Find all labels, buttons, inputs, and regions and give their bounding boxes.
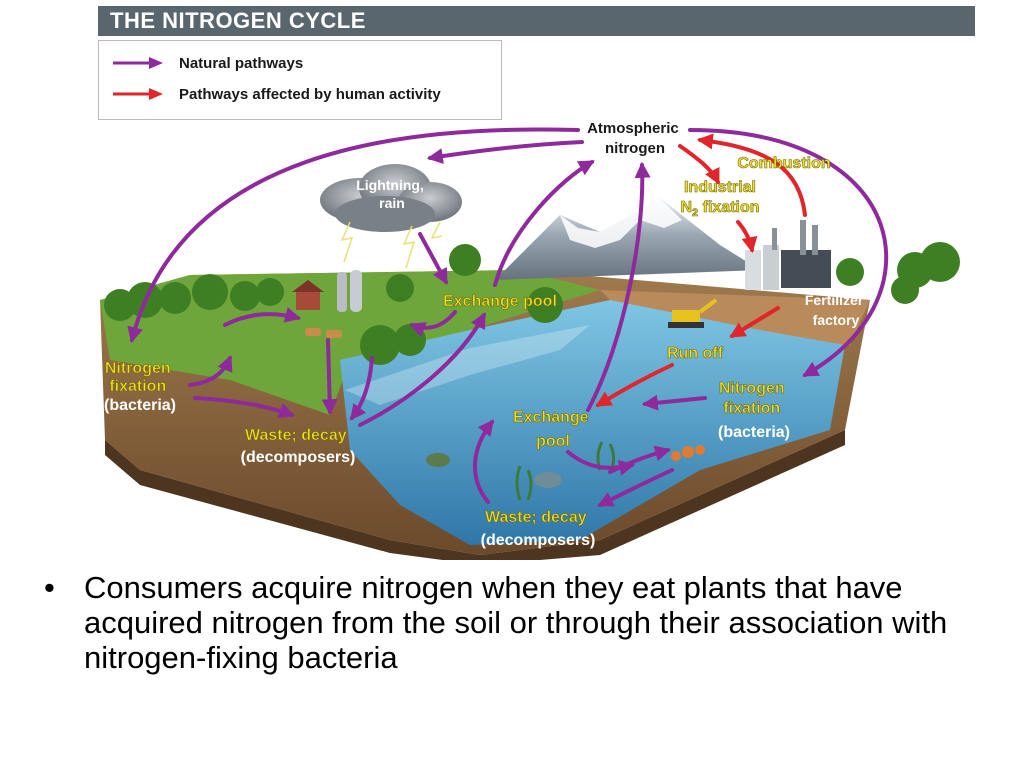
farm-buildings bbox=[292, 270, 362, 312]
bullet-symbol: • bbox=[44, 570, 55, 605]
label-waste-decay-land: Waste; decay (decomposers) bbox=[241, 427, 356, 466]
label-atmospheric-nitrogen: Atmospheric nitrogen bbox=[587, 120, 683, 157]
label-run-off: Run off bbox=[667, 345, 724, 362]
bullet-point: • Consumers acquire nitrogen when they e… bbox=[44, 570, 1004, 675]
mountain bbox=[495, 198, 760, 280]
label-exchange-pool-water: Exchange pool bbox=[513, 409, 593, 450]
legend-item-natural: Natural pathways bbox=[111, 52, 303, 74]
legend-item-human: Pathways affected by human activity bbox=[111, 83, 441, 105]
natural-pathway-arrows bbox=[127, 127, 889, 507]
legend-label-human: Pathways affected by human activity bbox=[179, 85, 441, 103]
storm-cloud bbox=[320, 164, 462, 232]
rain-and-lightning bbox=[340, 221, 443, 269]
legend-box: Natural pathways Pathways affected by hu… bbox=[98, 40, 502, 120]
human-pathway-arrows bbox=[595, 133, 807, 407]
aquatic-life bbox=[426, 441, 705, 501]
soil-edge bbox=[105, 430, 845, 560]
label-combustion: Combustion bbox=[737, 155, 830, 172]
label-waste-decay-water: Waste; decay (decomposers) bbox=[481, 509, 596, 549]
label-nitrogen-fixation-water: Nitrogen fixation (bacteria) bbox=[718, 380, 790, 441]
nitrogen-cycle-illustration: Atmospheric nitrogen Lightning, rain Com… bbox=[100, 120, 960, 560]
label-industrial-n2-fixation: N2 fixation bbox=[680, 199, 759, 219]
terrain bbox=[100, 270, 870, 560]
diagram-title: THE NITROGEN CYCLE bbox=[98, 6, 975, 36]
label-nitrogen-fixation-land: Nitrogen fixation (bacteria) bbox=[104, 360, 176, 414]
legend-label-natural: Natural pathways bbox=[179, 54, 304, 72]
label-fertilizer-factory: Fertilizer factory bbox=[805, 292, 867, 328]
purple-arrow-icon bbox=[113, 57, 163, 69]
grassland bbox=[100, 270, 600, 415]
cattle bbox=[305, 328, 342, 338]
label-industrial-fixation: Industrial bbox=[684, 179, 756, 196]
label-lightning-rain: Lightning, rain bbox=[356, 177, 428, 211]
lake-water bbox=[340, 300, 845, 545]
water-highlight bbox=[345, 325, 590, 405]
excavator bbox=[668, 298, 718, 328]
diagram-labels: Atmospheric nitrogen Lightning, rain Com… bbox=[104, 120, 867, 549]
bullet-text: Consumers acquire nitrogen when they eat… bbox=[84, 570, 948, 675]
red-arrow-icon bbox=[113, 88, 163, 100]
label-exchange-pool-land: Exchange pool bbox=[443, 293, 557, 310]
factory bbox=[745, 220, 831, 290]
